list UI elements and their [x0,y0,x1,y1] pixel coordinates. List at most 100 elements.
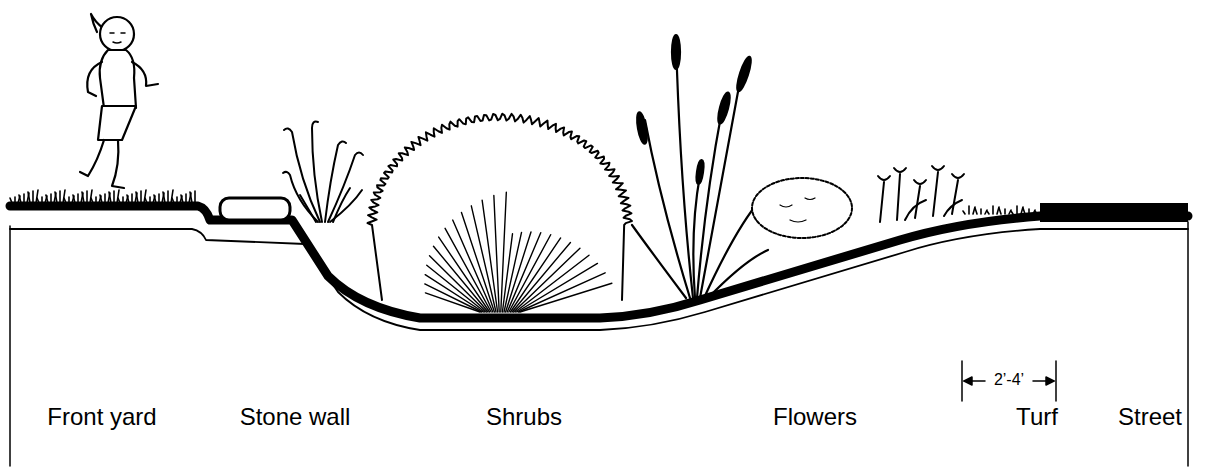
grass-blade [1023,208,1025,214]
shrub-stem [494,196,499,312]
grass-blade [1028,209,1030,214]
grass-blade [135,193,137,203]
grass-blade [23,194,25,203]
street-band [1040,203,1188,222]
part-label: Turf [1014,403,1060,431]
grass-blade [50,194,52,203]
grass-blade [81,193,83,203]
grass-blade [108,193,110,203]
grass-blade [172,198,174,203]
grass-blade [162,193,164,203]
frame-line [9,226,11,466]
grass-blade [64,198,66,203]
grass-blade [19,195,21,203]
grass-blade [144,190,146,203]
grass-blade [987,211,989,214]
grass-blade [104,194,106,203]
grass-blade [992,206,994,214]
grass-blade [45,196,47,203]
grass-blade [122,197,124,203]
bush-texture [780,198,815,222]
grass-blade [1016,206,1018,214]
grass-blade [181,195,183,203]
shrub-stem [445,228,491,312]
shrub-stem [471,206,496,312]
grass-blade [980,209,982,214]
stone-wall [220,198,290,220]
flowers [878,166,964,222]
shrub-stem [461,212,494,312]
grass-blade [117,190,119,203]
grass-blade [1035,211,1037,214]
grass-blade [14,197,16,203]
wall-plant [283,122,363,222]
grass-blade [154,195,156,203]
part-label: Front yard [45,403,158,431]
shrub-outline [368,114,632,300]
grass-blade [90,190,92,203]
grass-blade [46,195,48,203]
label-holder: Shrubs [484,403,564,431]
grass-blade [68,197,70,203]
grass-blade [163,192,165,203]
grass-blade [127,195,129,203]
grass-blade [73,195,75,203]
grass-blade [153,196,155,203]
shrub-stem [520,283,612,312]
grass-blade [82,192,84,203]
label-holder: Street [1116,403,1184,431]
tall-grass [632,35,768,298]
grass-blade [185,194,187,203]
frame-line [1187,222,1189,466]
grass-blade [72,196,74,203]
grass-blade [136,192,138,203]
grass-blade [27,193,29,203]
grass-blade [54,193,56,203]
grass-blade [32,191,34,203]
grass-blade [18,196,20,203]
grass-blade [1004,209,1006,214]
grass-blade [28,192,30,203]
grass-blade [99,196,101,203]
grass-blade [131,194,133,203]
grass-blade [36,190,38,203]
grass-blade [41,197,43,203]
grass-blade [95,197,97,203]
grass-blade [190,192,192,203]
grass-blade [140,191,142,203]
shrub-stem [501,192,507,312]
shrub [368,114,632,312]
grass-blade [189,193,191,203]
shrub-stem [518,273,605,312]
grass-blade [86,191,88,203]
grass-blade [10,198,12,203]
running-girl [80,14,158,188]
grass-blade [91,198,93,203]
shrub-stem [502,234,512,312]
grass-blade [176,197,178,203]
grass-blade [109,192,111,203]
label-holder: Turf [1014,403,1060,431]
shrub-stem [515,255,589,312]
grass-blade [63,190,65,203]
label-holder: Front yard [45,403,158,431]
grass-blade [37,198,39,203]
grass-blade [113,191,115,203]
part-label: Stone wall [238,403,353,431]
grass-blade [167,191,169,203]
grass-blade [999,208,1001,214]
dimension-marker [962,361,1056,401]
grass-blade [145,198,147,203]
grass-blade [158,194,160,203]
part-label: Shrubs [484,403,564,431]
grass-blade [968,206,970,214]
dimension-label: 2’-4’ [992,371,1026,389]
grass-blade [194,191,196,203]
grass-blade [100,195,102,203]
grass-blade [171,190,173,203]
grass-blade [77,194,79,203]
label-holder: Stone wall [238,403,353,431]
part-label: Flowers [771,403,859,431]
grass-blade [59,191,61,203]
